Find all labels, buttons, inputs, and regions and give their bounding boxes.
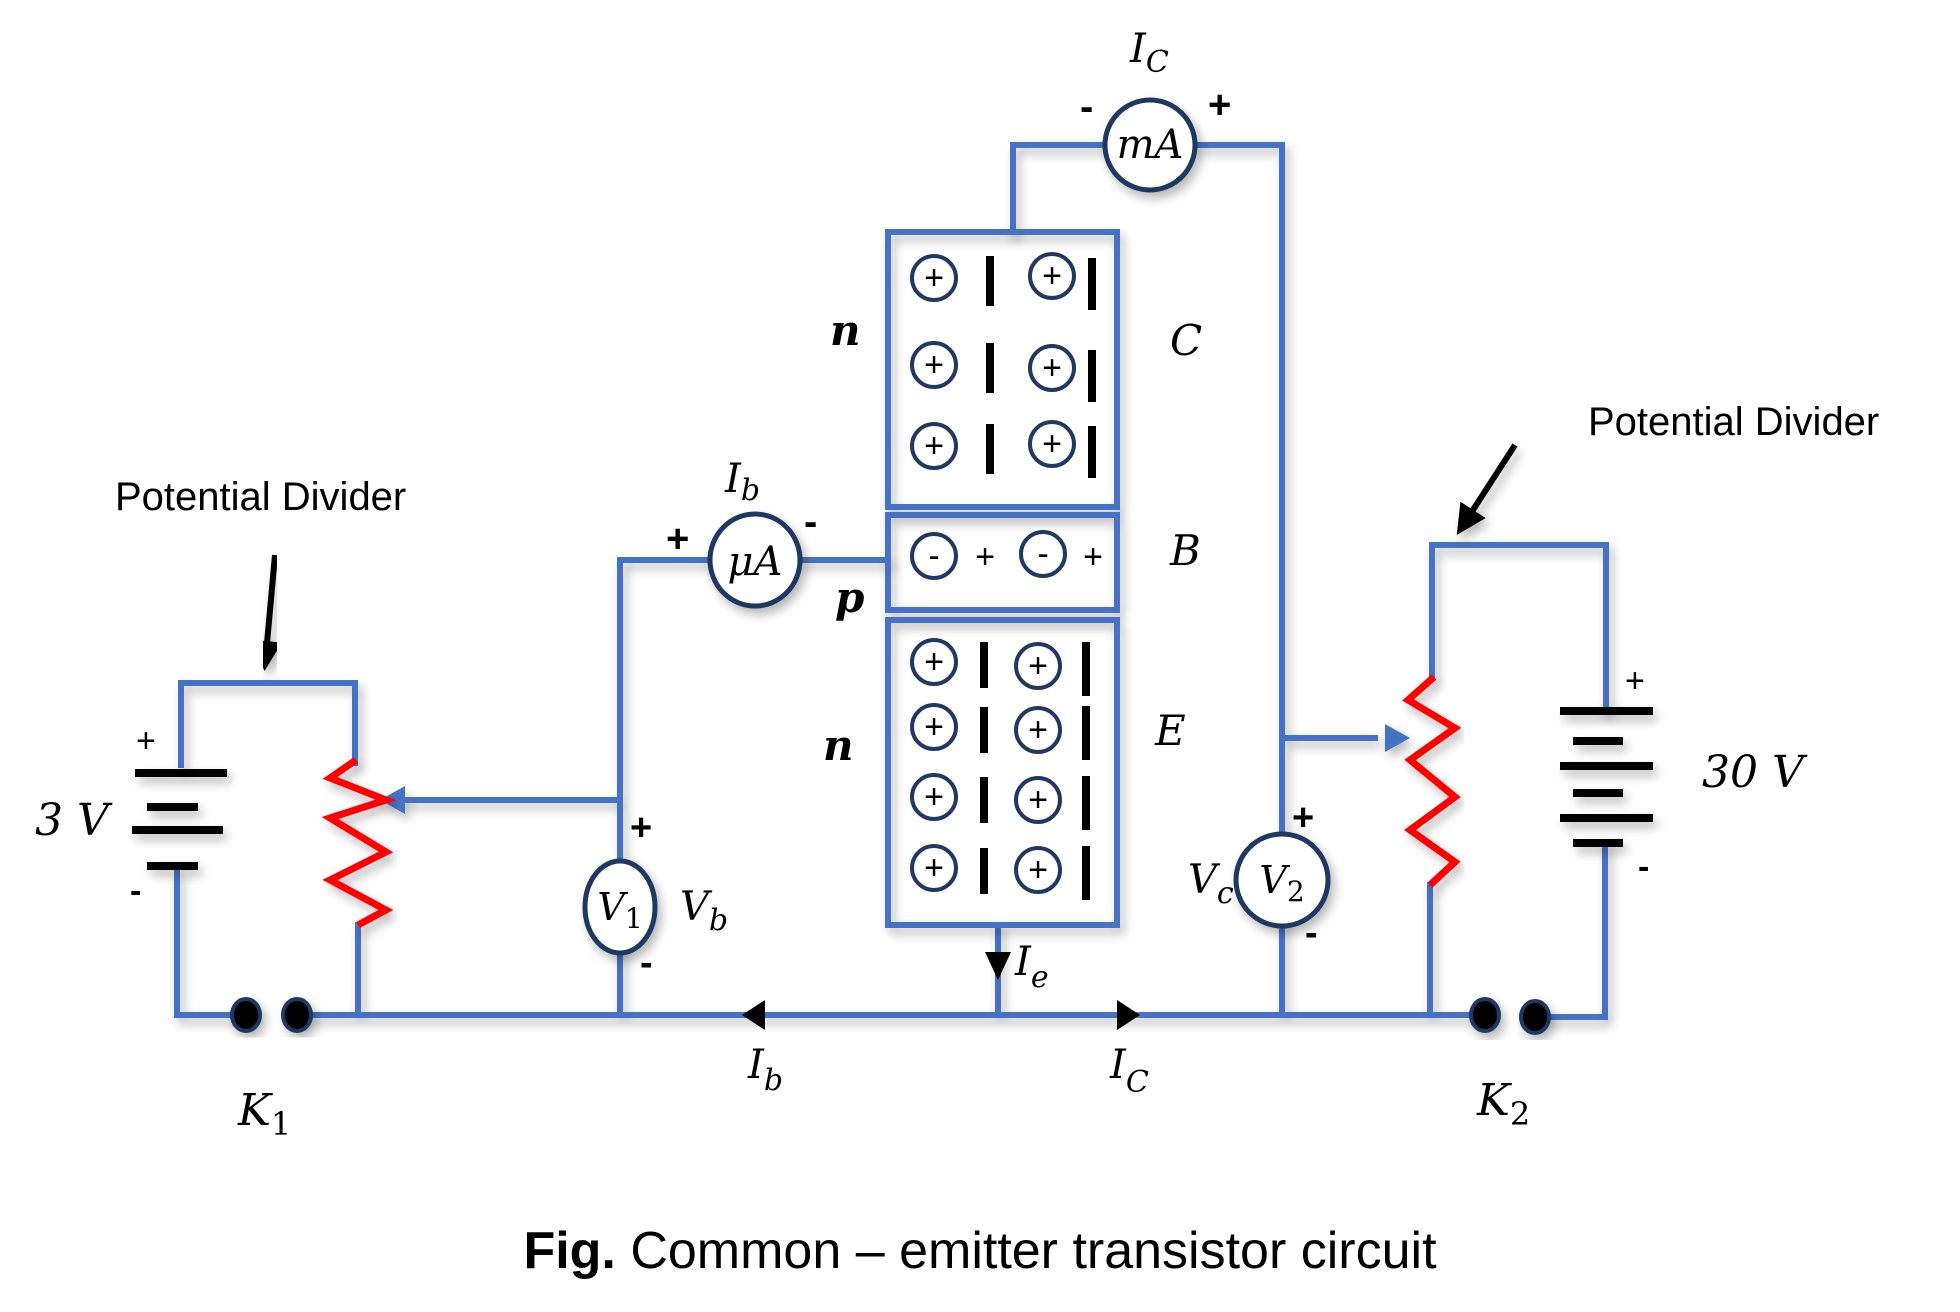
slider-arrow-right: [1385, 724, 1410, 752]
wire-left-battery-bottom: [174, 869, 249, 1018]
base-terminal-label: B: [1169, 526, 1201, 575]
wire-left-loop-top: [178, 680, 358, 768]
emitter-carrier: +: [910, 773, 958, 821]
charge-carriers: ++++++--++++++++++: [910, 252, 1103, 900]
svg-text:+: +: [924, 708, 944, 746]
battery-30v-label: 30 V: [1702, 747, 1808, 798]
collector-type-label: n: [830, 306, 861, 355]
micro-ammeter-current-label: Ib: [724, 456, 760, 508]
figure-caption: Fig. Common – emitter transistor circuit: [523, 1222, 1437, 1280]
base-hole: +: [1083, 538, 1103, 576]
base-carrier: -: [910, 532, 958, 580]
collector-carrier: +: [910, 341, 958, 389]
svg-text:+: +: [1028, 781, 1048, 819]
svg-text:+: +: [1028, 711, 1048, 749]
key-k2-label: K2: [1476, 1075, 1530, 1133]
collector-current-label: IC: [1109, 1042, 1149, 1100]
svg-text:+: +: [1042, 257, 1062, 295]
voltmeter-v2-label: Vc: [1188, 857, 1234, 911]
voltmeter-v2: [1233, 831, 1331, 929]
battery-30v: [1560, 707, 1653, 847]
emitter-carrier: +: [910, 844, 958, 892]
milli-ammeter-current-label: IC: [1129, 26, 1169, 80]
emitter-carrier: +: [1014, 846, 1062, 894]
svg-text:+: +: [924, 778, 944, 816]
emitter-carrier: +: [1014, 706, 1062, 754]
milli-ammeter: [1102, 97, 1198, 193]
collector-carrier: +: [1028, 420, 1076, 468]
svg-text:+: +: [924, 643, 944, 681]
svg-text:+: +: [1028, 851, 1048, 889]
emitter-carrier: +: [1014, 776, 1062, 824]
wires: [174, 142, 1609, 1020]
current-arrow-ic: [1117, 1000, 1140, 1030]
collector-carrier: +: [910, 422, 958, 470]
left-divider-label: Potential Divider: [115, 475, 406, 519]
key-k2[interactable]: [1469, 997, 1551, 1035]
right-divider-label: Potential Divider: [1588, 400, 1879, 444]
emitter-region: [885, 617, 1120, 928]
key-k1[interactable]: [230, 997, 313, 1033]
emitter-carrier: +: [910, 638, 958, 686]
emitter-terminal-label: E: [1154, 706, 1186, 755]
collector-carrier: +: [1028, 344, 1076, 392]
right-potentiometer-resistor: [1402, 674, 1462, 888]
emitter-carrier: +: [910, 703, 958, 751]
micro-ammeter: [707, 511, 803, 609]
milli-ammeter-minus: -: [1080, 85, 1093, 129]
voltmeter-v1: [582, 858, 658, 956]
svg-text:+: +: [924, 259, 944, 297]
svg-text:-: -: [1037, 535, 1048, 573]
base-carrier: -: [1019, 530, 1067, 578]
milli-ammeter-plus: +: [1208, 83, 1231, 127]
base-region: [885, 512, 1120, 613]
voltmeter-v1-minus: -: [640, 942, 653, 984]
collector-carrier: +: [910, 254, 958, 302]
voltmeter-v2-minus: -: [1305, 912, 1318, 954]
voltmeter-v1-symbol: V1: [597, 885, 642, 935]
voltmeter-v1-label: Vb: [680, 884, 728, 938]
base-type-label: p: [835, 573, 864, 622]
right-divider-pointer-arrow: [1456, 443, 1518, 536]
voltmeter-v1-plus: +: [630, 807, 652, 849]
wire-ma-right: [1192, 142, 1285, 1018]
wire-collector-top: [1010, 142, 1108, 235]
battery-3v: [132, 769, 227, 870]
svg-text:-: -: [928, 537, 939, 575]
battery-3v-minus: -: [130, 872, 141, 910]
svg-text:+: +: [924, 346, 944, 384]
svg-text:+: +: [1028, 647, 1048, 685]
wire-left-slider: [617, 557, 715, 803]
wire-right-battery-bottom: [1532, 842, 1608, 1020]
micro-ammeter-symbol: μA: [728, 539, 783, 585]
micro-ammeter-plus: +: [666, 517, 689, 561]
emitter-current-label: Ie: [1014, 939, 1049, 995]
battery-30v-plus: +: [1625, 662, 1645, 700]
transistor-npn: [885, 229, 1120, 928]
current-arrow-ie: [985, 952, 1011, 980]
battery-3v-plus: +: [136, 722, 156, 760]
current-arrow-ib: [742, 1000, 765, 1030]
emitter-type-label: n: [823, 721, 854, 770]
battery-3v-label: 3 V: [35, 795, 113, 846]
micro-ammeter-minus: -: [804, 500, 817, 544]
voltmeter-v2-symbol: V2: [1259, 858, 1304, 908]
left-divider-pointer-arrow: [252, 554, 283, 671]
wire-right-loop-top: [1429, 542, 1609, 713]
svg-text:+: +: [1042, 349, 1062, 387]
milli-ammeter-symbol: mA: [1117, 122, 1184, 168]
key-k1-label: K1: [237, 1085, 291, 1143]
base-current-label: Ib: [747, 1042, 783, 1098]
base-hole: +: [975, 538, 995, 576]
collector-carrier: +: [1028, 252, 1076, 300]
collector-region: [885, 229, 1120, 510]
svg-text:+: +: [924, 427, 944, 465]
left-potentiometer-resistor: [321, 757, 397, 929]
emitter-carrier: +: [1014, 642, 1062, 690]
battery-30v-minus: -: [1638, 848, 1649, 886]
svg-text:+: +: [924, 849, 944, 887]
voltmeter-v2-plus: +: [1292, 797, 1314, 839]
svg-text:+: +: [1042, 425, 1062, 463]
collector-terminal-label: C: [1170, 316, 1202, 365]
